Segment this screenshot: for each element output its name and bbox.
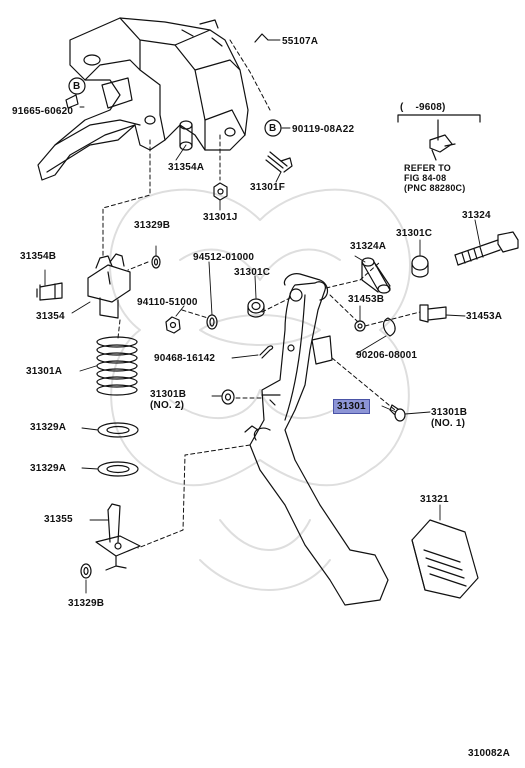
bushing-31301b-no2[interactable] — [221, 389, 235, 405]
label-31301c-top: 31301C — [396, 228, 433, 239]
label-31354a: 31354A — [168, 162, 205, 173]
label-31453b: 31453B — [348, 294, 385, 305]
bolt-31324[interactable] — [454, 231, 519, 266]
nut-31301j[interactable] — [213, 182, 228, 201]
label-31321: 31321 — [420, 494, 449, 505]
screw-31301f[interactable] — [265, 151, 293, 173]
label-31354b: 31354B — [20, 251, 57, 262]
reference-b-markers — [68, 77, 282, 137]
bushing-31301c-top[interactable] — [411, 255, 429, 278]
return-spring-31301a[interactable] — [96, 336, 138, 396]
label-no2: (NO. 2) — [150, 400, 185, 411]
label-b-left: B — [73, 81, 81, 92]
bushing-31354a[interactable] — [179, 120, 193, 151]
label-refer-to: REFER TO — [404, 163, 451, 173]
label-pnc-ref: (PNC 88280C) — [404, 183, 466, 193]
bolt-91665-60620[interactable] — [65, 94, 79, 109]
label-90468-16142: 90468-16142 — [154, 353, 216, 364]
label-no1: (NO. 1) — [431, 418, 466, 429]
collar-31453b[interactable] — [354, 320, 366, 332]
label-31354: 31354 — [36, 311, 65, 322]
label-90119-08a22: 90119-08A22 — [292, 124, 355, 135]
label-31329a-upper: 31329A — [30, 422, 67, 433]
label-31329b-bottom: 31329B — [68, 598, 105, 609]
label-31301j: 31301J — [203, 212, 238, 223]
nut-94110-51000[interactable] — [165, 316, 181, 334]
label-90206-08001: 90206-08001 — [356, 350, 418, 361]
brake-pedal-arm-31301[interactable] — [244, 273, 389, 606]
stopper-cushion-31354[interactable] — [87, 253, 131, 319]
bushing-31301c-mid[interactable] — [247, 298, 265, 318]
pedal-pad-31321[interactable] — [411, 519, 479, 599]
bolt-55107a[interactable] — [254, 33, 269, 43]
bolt-31453a[interactable] — [419, 304, 447, 323]
washer-31329b-top[interactable] — [151, 255, 161, 269]
label-fig-ref: FIG 84-08 — [404, 173, 447, 183]
washer-31329b-bottom[interactable] — [80, 563, 92, 579]
retainer-31355[interactable] — [95, 503, 141, 571]
label-55107a: 55107A — [282, 36, 319, 47]
label-31301a: 31301A — [26, 366, 63, 377]
washer-31329a-lower[interactable] — [97, 461, 139, 477]
label-31355: 31355 — [44, 514, 73, 525]
label-31301b-left: 31301B — [150, 389, 187, 400]
clip-90206-08001[interactable] — [382, 317, 396, 337]
pedal-bracket-assembly[interactable] — [37, 17, 249, 181]
label-31301f: 31301F — [250, 182, 286, 193]
bolt-31354b[interactable] — [36, 282, 63, 301]
label-date-range: ( -9608) — [400, 102, 446, 113]
alignment-dashes — [102, 39, 421, 549]
label-31324a: 31324A — [350, 241, 387, 252]
label-94110-51000: 94110-51000 — [137, 297, 198, 308]
label-31324: 31324 — [462, 210, 491, 221]
label-31329b-top: 31329B — [134, 220, 171, 231]
label-31301-highlighted[interactable]: 31301 — [333, 399, 370, 414]
label-91665-60620: 91665-60620 — [12, 106, 74, 117]
label-31301c-mid: 31301C — [234, 267, 271, 278]
label-94512-01000: 94512-01000 — [193, 252, 255, 263]
figure-number: 310082A — [468, 748, 510, 759]
label-b-right: B — [269, 123, 277, 134]
cotter-pin-90468-16142[interactable] — [259, 345, 274, 359]
label-31301b-right: 31301B — [431, 407, 468, 418]
bushing-31301b-no1[interactable] — [389, 404, 406, 422]
label-31329a-lower: 31329A — [30, 463, 67, 474]
label-31453a: 31453A — [466, 311, 503, 322]
refer-switch-icon — [397, 114, 481, 161]
leader-lines — [44, 39, 481, 594]
sleeve-31324a[interactable] — [361, 257, 391, 294]
